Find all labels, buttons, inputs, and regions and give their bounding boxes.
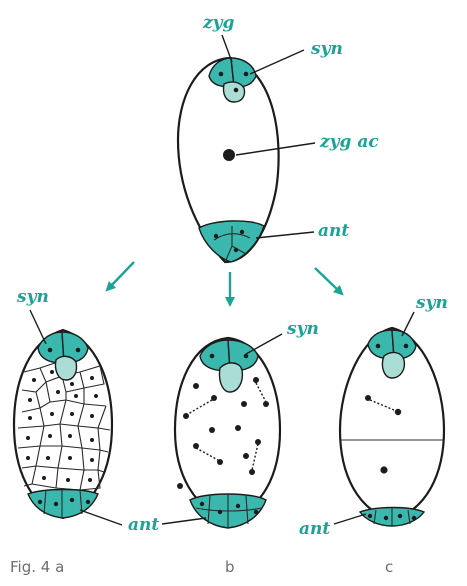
sac-b-zygote xyxy=(218,362,244,393)
embryo-sac-c xyxy=(338,326,446,527)
label-ant-c: ant xyxy=(299,519,330,539)
caption-b: b xyxy=(225,558,235,576)
top-sac-outline xyxy=(176,56,280,264)
sac-c-zygote xyxy=(381,351,406,379)
caption-c: c xyxy=(385,558,393,576)
zyg-ac-nucleus xyxy=(223,149,235,161)
sac-a-zygote xyxy=(54,355,78,381)
label-ant-b: ant xyxy=(128,515,159,535)
label-syn-b: syn xyxy=(286,319,319,339)
embryo-sac-b xyxy=(173,336,282,529)
embryo-sac-a xyxy=(12,328,114,520)
label-syn-top: syn xyxy=(310,39,343,59)
caption-fig-4a: Fig. 4 a xyxy=(10,558,64,576)
label-zyg-ac: zyg ac xyxy=(319,132,379,152)
label-syn-c: syn xyxy=(415,293,448,313)
sac-b-dividing-nuclei xyxy=(177,377,269,489)
arrow-to-c xyxy=(314,267,344,296)
sac-a-nuclei xyxy=(26,370,98,482)
top-embryo-sac xyxy=(176,56,280,264)
label-syn-a: syn xyxy=(16,287,49,307)
sac-a-cell-walls xyxy=(17,361,111,491)
top-zygote xyxy=(222,81,246,103)
arrow-to-a xyxy=(105,261,135,292)
label-zyg: zyg xyxy=(202,13,235,33)
label-ant-top: ant xyxy=(318,221,349,241)
